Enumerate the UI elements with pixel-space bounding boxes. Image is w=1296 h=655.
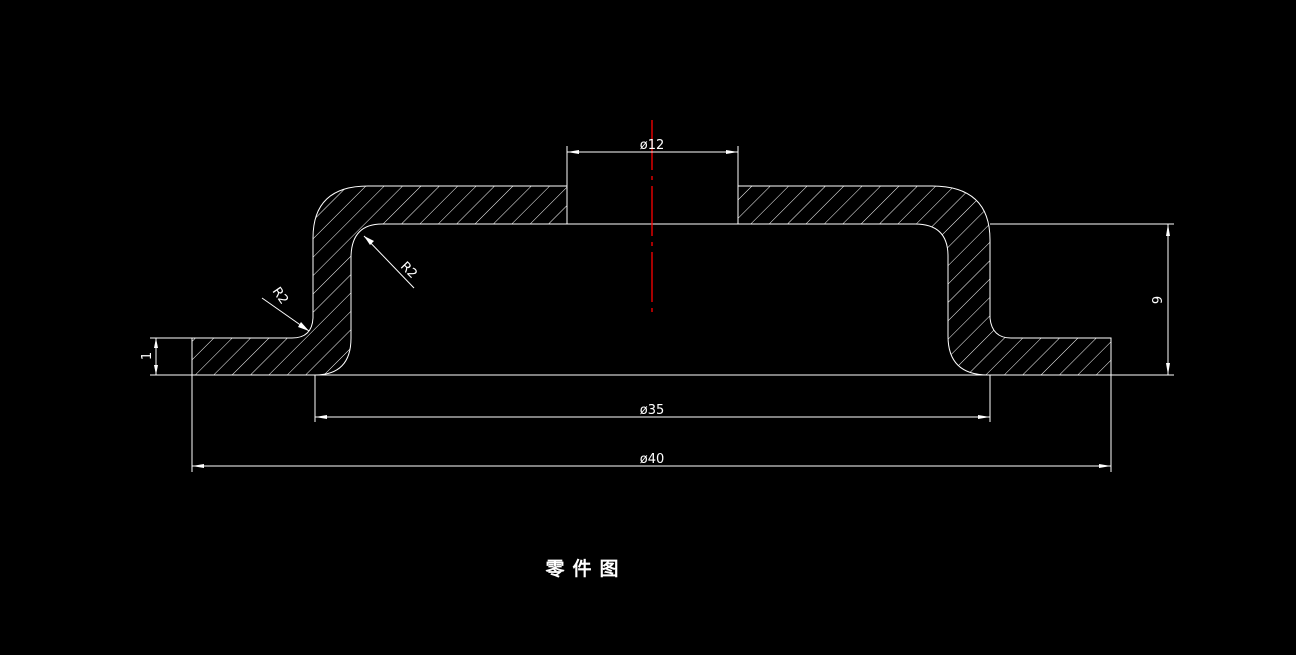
thickness-dimension: 1 (140, 337, 192, 376)
outer-diameter-dimension: ø40 (191, 375, 1112, 472)
inner-diameter-dimension: ø35 (314, 375, 991, 422)
inner-fillet-leader: R2 (363, 235, 420, 289)
outer-diameter-label: ø40 (640, 452, 665, 467)
height-label: 9 (1151, 296, 1166, 304)
height-dimension: 9 (990, 223, 1174, 376)
section-left-half (191, 185, 568, 376)
outer-fillet-leader: R2 (261, 285, 310, 332)
thickness-label: 1 (140, 352, 155, 360)
hole-diameter-label: ø12 (640, 138, 665, 153)
hole-diameter-dimension: ø12 (566, 138, 739, 186)
inner-diameter-label: ø35 (640, 403, 665, 418)
section-right-half (737, 185, 1112, 376)
inner-fillet-label: R2 (397, 259, 420, 282)
drawing-title: 零件图 (544, 557, 626, 580)
outer-fillet-label: R2 (269, 285, 291, 308)
